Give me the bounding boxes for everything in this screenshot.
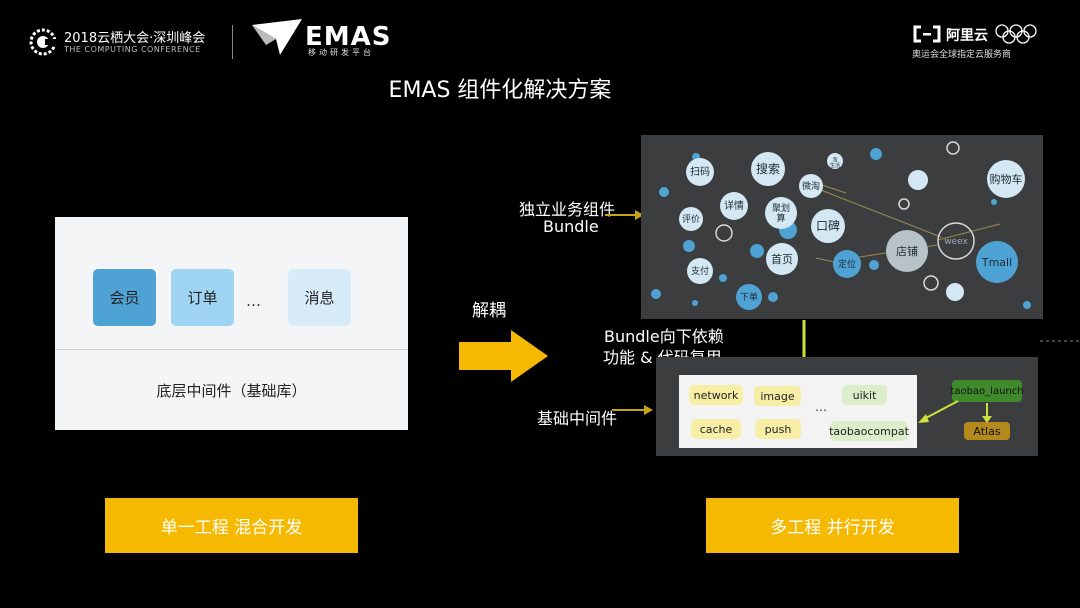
conference-subtitle: THE COMPUTING CONFERENCE [64, 45, 201, 54]
dependency-label-line1: Bundle向下依赖 [604, 327, 724, 346]
bubble-location: 定位 [833, 250, 861, 278]
base-middleware-label: 基础中间件 [537, 409, 618, 428]
tag-atlas: Atlas [964, 422, 1010, 440]
bubble-home: 首页 [766, 243, 798, 275]
bubble-review: 评价 [679, 207, 703, 231]
bubble-weex-text: weex [944, 237, 968, 247]
olympic-rings-icon [995, 24, 1037, 44]
aliyun-logo: 阿里云 [946, 28, 988, 44]
emas-logo: EMAS [305, 22, 392, 52]
emas-logo-icon [252, 19, 302, 55]
bubble-cart-text: 购物车 [990, 172, 1023, 186]
conference-logo-icon [29, 28, 57, 56]
tag-uikit: uikit [842, 385, 887, 405]
module-order: 订单 [171, 269, 234, 326]
bubble-juhuasuan-text: 聚划算 [772, 202, 790, 224]
bubble-scan: 扫码 [686, 158, 714, 186]
bubble-koubei-text: 口碑 [816, 218, 840, 233]
launch-connector-arrows [918, 400, 992, 423]
header-divider [232, 25, 233, 59]
bundle-label-line2: Bundle [543, 217, 599, 236]
bubble-life: 淘生活 [827, 153, 843, 169]
layer-divider [55, 349, 408, 350]
emas-subtitle: 移动研发平台 [308, 48, 374, 57]
bubble-weitao: 微淘 [799, 174, 823, 198]
base-pointer-arrow-icon [612, 405, 653, 415]
bubble-search: 搜索 [751, 152, 785, 186]
bundle-pointer-arrow-icon [605, 210, 644, 220]
bubble-store: 店铺 [886, 230, 928, 272]
conference-title: 2018云栖大会·深圳峰会 [64, 31, 206, 46]
base-library-layer: 底层中间件（基础库） [156, 381, 307, 400]
aliyun-logo-icon [913, 25, 941, 43]
bubble-search-text: 搜索 [756, 161, 780, 176]
bubble-detail: 详情 [720, 192, 748, 220]
dashed-separator [1040, 340, 1080, 342]
bubble-home-text: 首页 [771, 252, 793, 266]
decouple-arrow-icon [459, 330, 548, 382]
bubble-tmall-text: Tmall [981, 256, 1012, 269]
bubble-weitao-text: 微淘 [802, 180, 820, 192]
multi-project-label: 多工程 并行开发 [706, 498, 959, 553]
bundle-bubble-panel: 扫码 搜索 淘生活 购物车 详情 微淘 评价 聚划算 口碑 店铺 weex 首页… [641, 135, 1043, 319]
bubble-location-text: 定位 [838, 258, 856, 270]
bubble-pay-text: 支付 [691, 265, 709, 277]
bubble-juhuasuan: 聚划算 [765, 197, 797, 229]
decorative-dots [651, 141, 1031, 309]
bubble-pay: 支付 [687, 258, 713, 284]
bubble-tmall: Tmall [976, 241, 1018, 283]
tag-taobao-launch: taobao_launch [950, 380, 1024, 402]
tag-network: network [689, 385, 743, 405]
tag-image: image [754, 386, 801, 406]
bubble-weex: weex [937, 222, 975, 260]
bubble-life-text: 淘生活 [830, 156, 840, 169]
module-member: 会员 [93, 269, 156, 326]
bubble-koubei: 口碑 [811, 209, 845, 243]
module-ellipsis: … [246, 292, 261, 310]
bubble-order-text: 下单 [740, 291, 758, 303]
single-project-label: 单一工程 混合开发 [105, 498, 358, 553]
tag-taobaocompat: taobaocompat [829, 421, 909, 441]
aliyun-subtitle: 奥运会全球指定云服务商 [912, 50, 1012, 60]
tag-ellipsis: … [815, 400, 827, 414]
bubble-cloud: 扫码 搜索 淘生活 购物车 详情 微淘 评价 聚划算 口碑 店铺 weex 首页… [651, 141, 1031, 310]
page-title: EMAS 组件化解决方案 [388, 78, 612, 103]
bubble-cart: 购物车 [987, 160, 1025, 198]
bubble-store-text: 店铺 [896, 244, 918, 258]
tag-cache: cache [691, 419, 741, 439]
bundle-label-line1: 独立业务组件 [519, 200, 616, 219]
bubble-scan-text: 扫码 [690, 165, 710, 178]
module-message: 消息 [288, 269, 351, 326]
tag-push: push [755, 419, 801, 439]
bubble-review-text: 评价 [682, 214, 700, 225]
bubble-order: 下单 [736, 284, 762, 310]
bubble-detail-text: 详情 [724, 199, 744, 212]
decouple-label: 解耦 [472, 301, 506, 321]
